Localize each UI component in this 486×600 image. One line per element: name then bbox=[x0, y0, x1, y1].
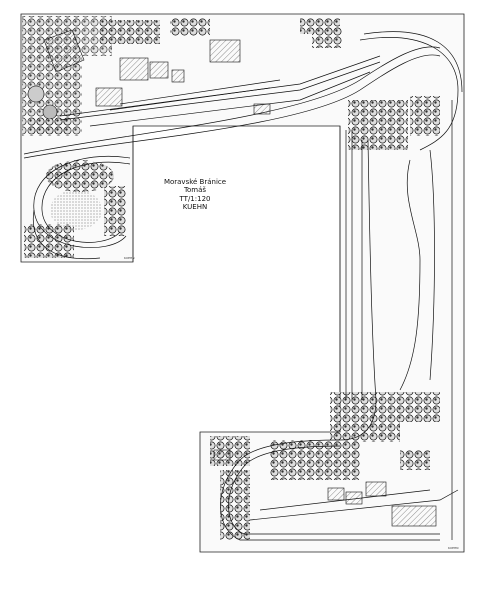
svg-text:KUEHN: KUEHN bbox=[448, 546, 458, 550]
forest-right-top bbox=[348, 96, 440, 150]
forest-bottom bbox=[210, 392, 440, 540]
trees-scattered bbox=[30, 18, 342, 134]
tracks-bottom bbox=[220, 399, 459, 541]
tracks-station bbox=[23, 31, 463, 159]
track-system-label: KUEHN bbox=[182, 203, 208, 212]
svg-text:KUEHN: KUEHN bbox=[124, 256, 134, 260]
forest-loop bbox=[24, 160, 126, 258]
author-name: Tomáš bbox=[183, 186, 207, 195]
tracks-vertical bbox=[345, 100, 453, 540]
station-buildings bbox=[43, 29, 271, 115]
title-block: Moravské Bránice Tomáš TT/1:120 KUEHN bbox=[150, 178, 240, 212]
station-name: Moravské Bránice bbox=[163, 178, 227, 186]
scale-label: TT/1:120 bbox=[179, 194, 211, 203]
bottom-buildings bbox=[213, 449, 437, 527]
